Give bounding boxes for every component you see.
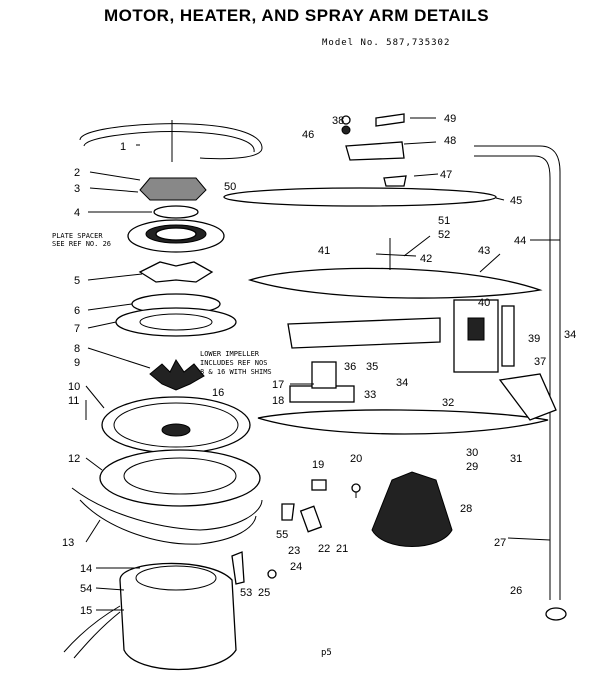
seal-ring: [153, 205, 199, 219]
clip-55: [281, 503, 295, 521]
callout-2: 2: [74, 167, 80, 179]
callout-39: 39: [528, 333, 540, 345]
impeller-plate: [138, 261, 214, 283]
note-impeller-3: 8 & 16 WITH SHIMS: [200, 368, 272, 376]
callout-6: 6: [74, 305, 80, 317]
callout-47: 47: [440, 169, 452, 181]
callout-1: 1: [120, 141, 126, 153]
gasket-lower: [115, 307, 237, 337]
callout-11: 11: [68, 395, 79, 407]
callout-30: 30: [466, 447, 478, 459]
callout-36: 36: [344, 361, 356, 373]
filter-gear: [139, 177, 207, 201]
wash-pump: [371, 471, 453, 547]
callout-17: 17: [272, 379, 284, 391]
callout-12: 12: [68, 453, 80, 465]
lower-impeller: [149, 359, 205, 391]
callout-16: 16: [212, 387, 224, 399]
callout-14: 14: [80, 563, 92, 575]
grommet-24: [267, 569, 277, 579]
diagram-title: MOTOR, HEATER, AND SPRAY ARM DETAILS: [104, 6, 490, 25]
screw-20: [351, 483, 361, 493]
callout-23: 23: [288, 545, 300, 557]
arm-hub: [383, 175, 407, 187]
pipe-coupling: [498, 373, 557, 421]
callout-15: 15: [80, 605, 92, 617]
motor: [119, 562, 237, 671]
callout-20: 20: [350, 453, 362, 465]
callout-50: 50: [224, 181, 236, 193]
callout-37: 37: [534, 356, 546, 368]
manifold-tube: [287, 317, 441, 349]
mounting-bracket: [71, 487, 263, 531]
callout-18: 18: [272, 395, 284, 407]
callout-44: 44: [514, 235, 526, 247]
callout-21: 21: [336, 543, 348, 555]
callout-54: 54: [80, 583, 92, 595]
bracket-53: [231, 551, 245, 585]
note-plate-spacer-2: SEE REF NO. 26: [52, 240, 111, 248]
middle-spray-arm: [257, 409, 549, 435]
bolt-49: [375, 113, 405, 127]
callout-28: 28: [460, 503, 472, 515]
callout-40: 40: [478, 297, 490, 309]
model-number: Model No. 587,735302: [322, 38, 451, 48]
callout-34a: 34: [396, 377, 408, 389]
callout-31: 31: [510, 453, 522, 465]
callout-52: 52: [438, 229, 450, 241]
callout-19: 19: [312, 459, 324, 471]
callout-51: 51: [438, 215, 450, 227]
upper-spray-arm: [223, 187, 497, 207]
callout-4: 4: [74, 207, 80, 219]
lower-spray-arm: [247, 267, 543, 299]
plate-26: [545, 607, 567, 621]
callout-38: 38: [332, 115, 344, 127]
callout-29: 29: [466, 461, 478, 473]
callout-32: 32: [442, 397, 454, 409]
heater-element: [79, 123, 263, 160]
callout-53: 53: [240, 587, 252, 599]
callout-13: 13: [62, 537, 74, 549]
callout-5: 5: [74, 275, 80, 287]
hose-22: [299, 505, 323, 533]
nut-46: [341, 125, 351, 135]
callout-26: 26: [510, 585, 522, 597]
leader-lines: [85, 117, 560, 611]
callout-35: 35: [366, 361, 378, 373]
callout-27: 27: [494, 537, 506, 549]
washer-38: [341, 115, 351, 125]
callout-34b: 34: [564, 329, 576, 341]
callout-48: 48: [444, 135, 456, 147]
callout-8: 8: [74, 343, 80, 355]
callout-49: 49: [444, 113, 456, 125]
callout-55: 55: [276, 529, 288, 541]
note-impeller-2: INCLUDES REF NOS: [200, 359, 267, 367]
callout-43: 43: [478, 245, 490, 257]
callout-3: 3: [74, 183, 80, 195]
callout-42: 42: [420, 253, 432, 265]
motor-mount: [99, 449, 261, 507]
callout-25: 25: [258, 587, 270, 599]
callout-33: 33: [364, 389, 376, 401]
supply-pipe: [474, 145, 561, 600]
note-plate-spacer-1: PLATE SPACER: [52, 232, 103, 240]
callout-24: 24: [290, 561, 302, 573]
bracket-39: [501, 305, 515, 367]
spray-arm-mount: [345, 141, 405, 161]
callout-41: 41: [318, 245, 330, 257]
callout-9: 9: [74, 357, 80, 369]
callout-10: 10: [68, 381, 80, 393]
callout-labels: 1 2 3 4 5 6 7 8 9 10 11 12 13 14 15 16 1…: [62, 113, 576, 617]
page-footer: p5: [321, 648, 332, 658]
clamp-19: [311, 479, 327, 491]
callout-46: 46: [302, 129, 314, 141]
callout-7: 7: [74, 323, 80, 335]
callout-22: 22: [318, 543, 330, 555]
callout-45: 45: [510, 195, 522, 207]
note-impeller-1: LOWER IMPELLER: [200, 350, 260, 358]
